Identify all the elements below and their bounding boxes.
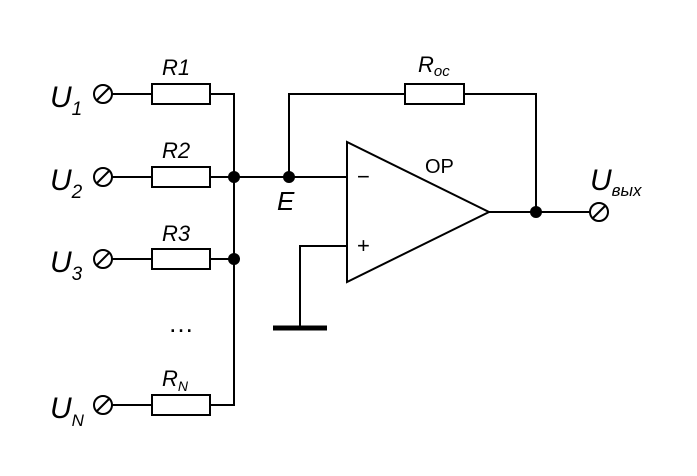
resistor-r1-label: R1: [162, 55, 190, 80]
resistor-r3-label: R3: [162, 221, 191, 246]
ellipsis: …: [168, 308, 194, 338]
summing-node-label: E: [277, 186, 295, 216]
resistor-r3: [151, 248, 211, 270]
resistor-r2: [151, 166, 211, 188]
feedback-resistor: [404, 83, 465, 105]
input-2-label: U2: [50, 164, 83, 203]
resistor-r2-label: R2: [162, 138, 190, 163]
input-n-terminal: [93, 395, 113, 415]
input-n-branch: UN RN: [50, 366, 235, 430]
non-inverting-input-sign: +: [357, 233, 370, 258]
input-1-terminal: [93, 84, 113, 104]
input-1-branch: U1 R1: [50, 55, 235, 120]
output-junction: [530, 206, 542, 218]
resistor-rn: [151, 394, 211, 416]
output-terminal: [589, 202, 609, 222]
resistor-r1: [151, 83, 211, 105]
op-amp-triangle: [346, 140, 492, 284]
input-n-label: UN: [50, 392, 85, 430]
resistor-rn-label: RN: [162, 366, 189, 394]
op-amp-label: OP: [425, 156, 454, 178]
input-2-terminal: [93, 167, 113, 187]
bus-junction-r3: [228, 253, 240, 265]
input-1-label: U1: [50, 81, 82, 120]
feedback-resistor-label: Rос: [418, 52, 450, 80]
input-3-label: U3: [50, 246, 83, 285]
output-label: Uвых: [590, 164, 642, 200]
input-3-branch: U3 R3: [50, 221, 235, 285]
input-3-terminal: [93, 249, 113, 269]
input-2-branch: U2 R2: [50, 138, 235, 203]
inverting-input-sign: −: [357, 164, 370, 189]
